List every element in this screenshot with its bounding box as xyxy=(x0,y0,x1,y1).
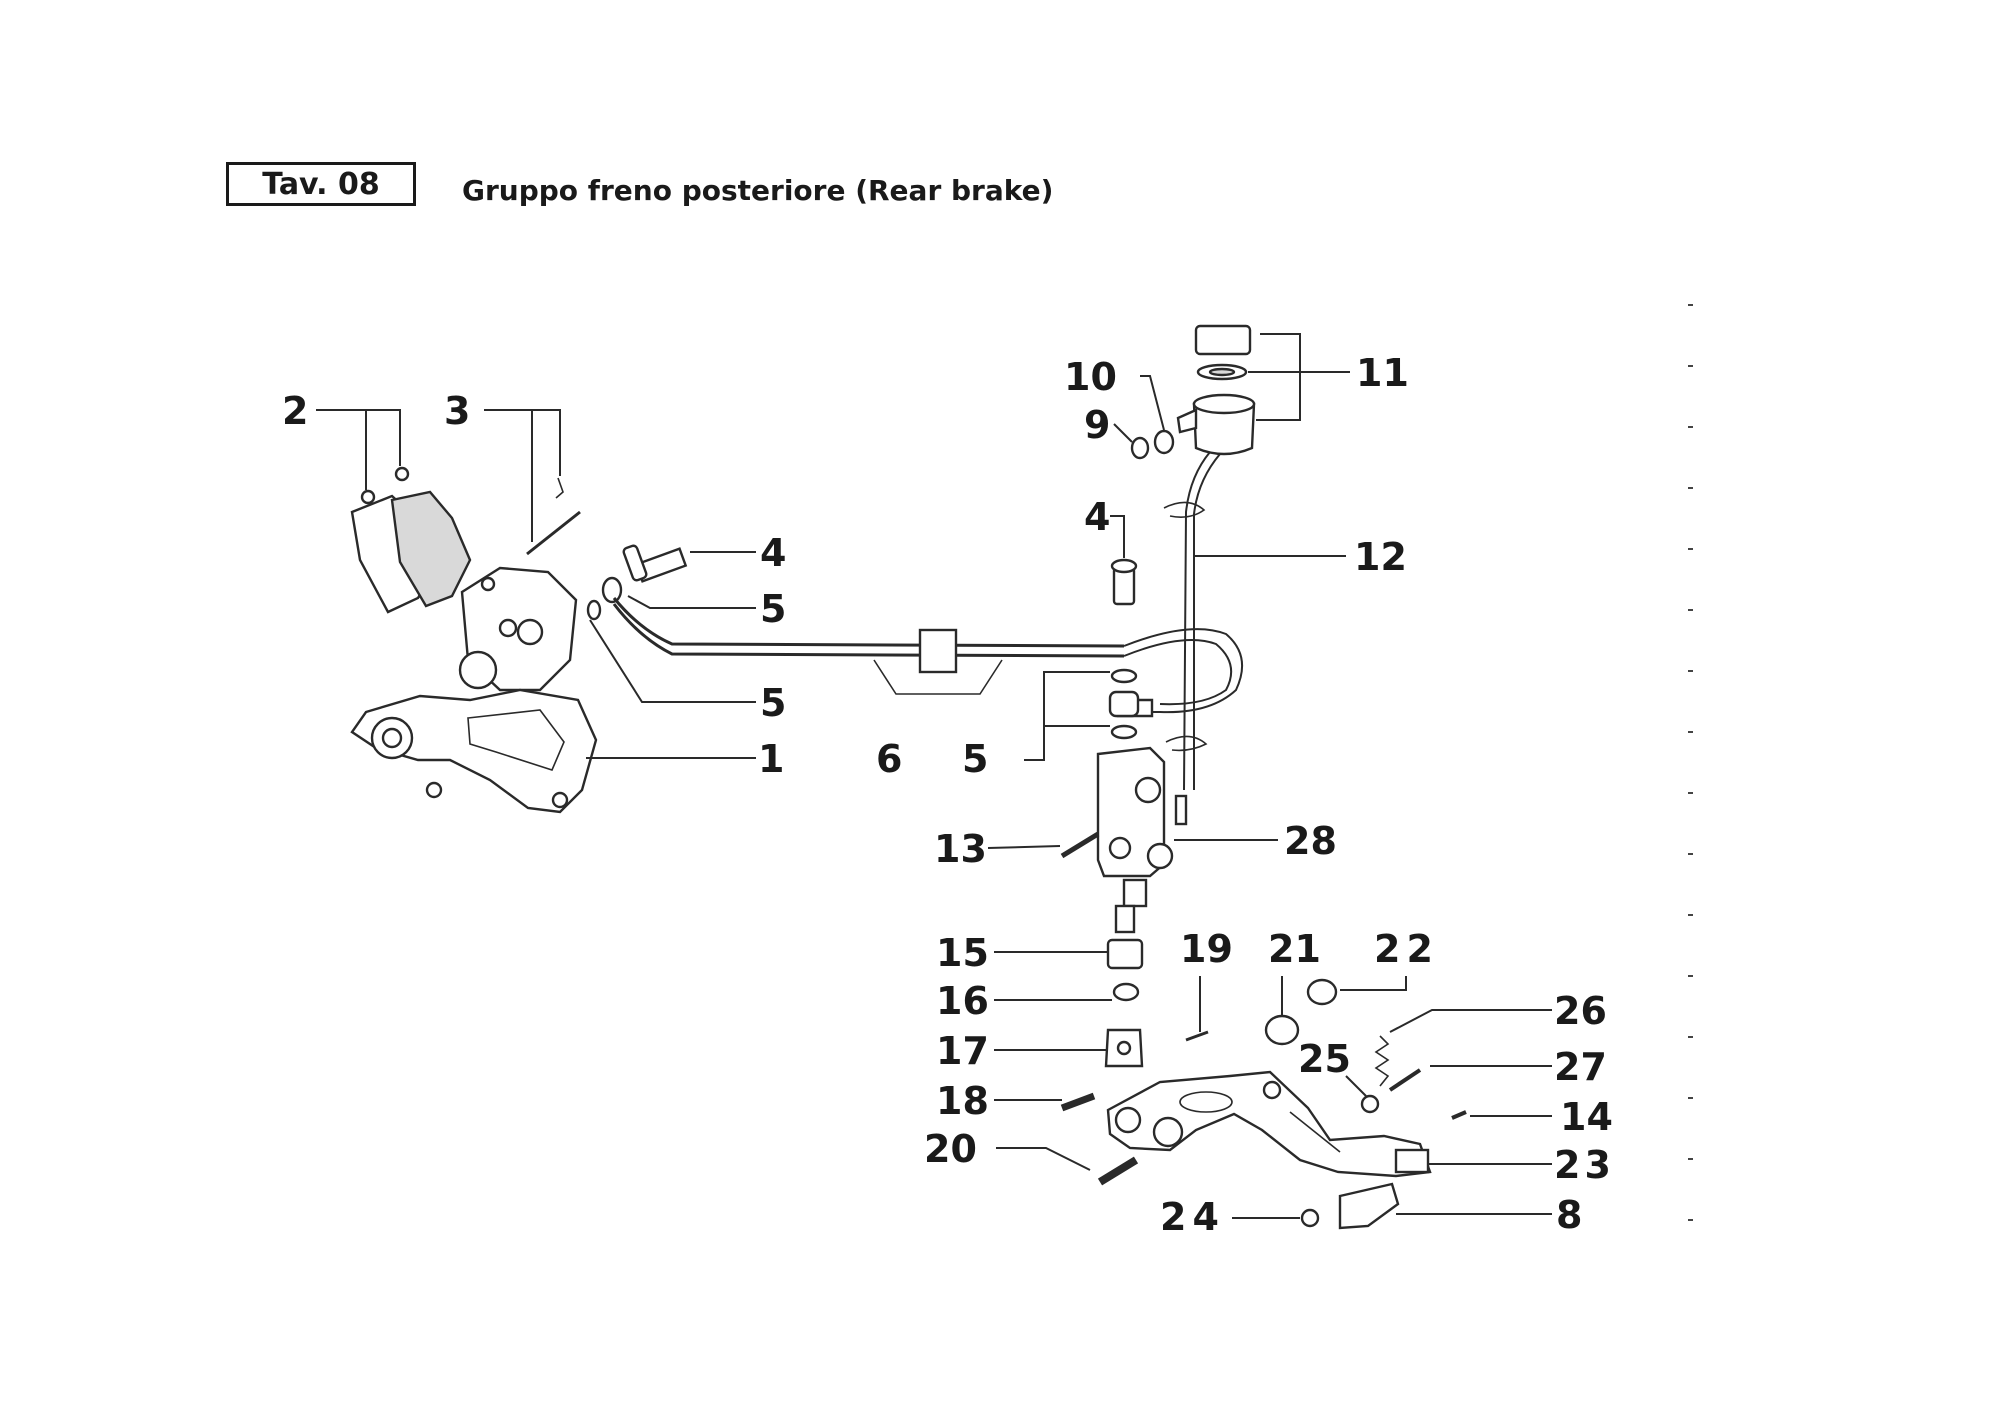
margin-mark xyxy=(1688,670,1693,672)
callout-21: 21 xyxy=(1268,927,1321,971)
margin-mark xyxy=(1688,731,1693,733)
banjo-bolt-master-drawing xyxy=(1108,558,1140,740)
pin-drawing xyxy=(526,477,581,556)
callout-22: 22 xyxy=(1374,927,1439,971)
margin-mark xyxy=(1688,975,1693,977)
plate-number: Tav. 08 xyxy=(262,166,380,202)
callout-11: 11 xyxy=(1356,351,1409,395)
screw-13-drawing xyxy=(1060,831,1100,859)
page-title: Gruppo freno posteriore (Rear brake) xyxy=(462,174,1054,207)
callout-26: 26 xyxy=(1554,989,1607,1033)
reservoir-hose-drawing xyxy=(1163,451,1221,791)
callout-5-master: 5 xyxy=(962,737,988,781)
margin-mark xyxy=(1688,609,1693,611)
brake-hose-drawing xyxy=(612,597,1243,718)
margin-mark xyxy=(1688,426,1693,428)
callout-27: 27 xyxy=(1554,1045,1607,1089)
margin-mark xyxy=(1688,853,1693,855)
callout-10: 10 xyxy=(1064,355,1117,399)
callout-8: 8 xyxy=(1556,1193,1582,1237)
callout-5-caliper-lower: 5 xyxy=(760,681,786,725)
brake-pedal-drawing xyxy=(1106,1070,1432,1178)
margin-mark xyxy=(1688,365,1693,367)
spring-drawing xyxy=(1374,1035,1390,1087)
callout-1: 1 xyxy=(758,737,784,781)
callout-17: 17 xyxy=(936,1029,989,1073)
callout-18: 18 xyxy=(936,1079,989,1123)
margin-marks xyxy=(1688,304,1693,1221)
master-cylinder-drawing xyxy=(1096,746,1188,908)
reservoir-cap-drawing xyxy=(1194,324,1252,381)
washers-9-10-drawing xyxy=(1130,429,1175,460)
callout-2: 2 xyxy=(282,389,308,433)
callout-4-caliper: 4 xyxy=(760,531,786,575)
banjo-bolt-caliper-drawing xyxy=(622,544,688,583)
margin-mark xyxy=(1688,1158,1693,1160)
reservoir-drawing xyxy=(1176,393,1256,456)
callout-3: 3 xyxy=(444,389,470,433)
caliper-bracket-drawing xyxy=(350,688,598,814)
callout-4-master: 4 xyxy=(1084,495,1110,539)
margin-mark xyxy=(1688,548,1693,550)
margin-mark xyxy=(1688,1219,1693,1221)
callout-6: 6 xyxy=(876,737,902,781)
callout-16: 16 xyxy=(936,979,989,1023)
caliper-drawing xyxy=(458,566,578,692)
callout-5-caliper-upper: 5 xyxy=(760,587,786,631)
leader-lines xyxy=(316,333,1552,1219)
margin-mark xyxy=(1688,792,1693,794)
pedal-pad-drawing xyxy=(1338,1182,1400,1230)
small-parts-drawing xyxy=(1060,978,1467,1228)
washer-caliper-drawing xyxy=(586,576,623,621)
callout-14: 14 xyxy=(1560,1095,1613,1139)
callout-12: 12 xyxy=(1354,535,1407,579)
callout-19: 19 xyxy=(1180,927,1233,971)
callout-20: 20 xyxy=(924,1127,977,1171)
callout-15: 15 xyxy=(936,931,989,975)
plate-number-box: Tav. 08 xyxy=(226,162,416,206)
callout-13: 13 xyxy=(934,827,987,871)
margin-mark xyxy=(1688,914,1693,916)
margin-mark xyxy=(1688,1036,1693,1038)
pushrod-drawing xyxy=(1104,904,1144,1068)
margin-mark xyxy=(1688,304,1693,306)
brake-pads-drawing xyxy=(350,466,472,614)
callout-numbers: 2 3 4 5 5 1 6 5 10 9 11 4 12 13 28 15 16… xyxy=(282,351,1615,1239)
callout-23: 23 xyxy=(1554,1143,1615,1187)
callout-9: 9 xyxy=(1084,403,1110,447)
margin-mark xyxy=(1688,487,1693,489)
callout-24: 24 xyxy=(1160,1195,1225,1239)
margin-mark xyxy=(1688,1097,1693,1099)
callout-28: 28 xyxy=(1284,819,1337,863)
callout-25: 25 xyxy=(1298,1037,1351,1081)
